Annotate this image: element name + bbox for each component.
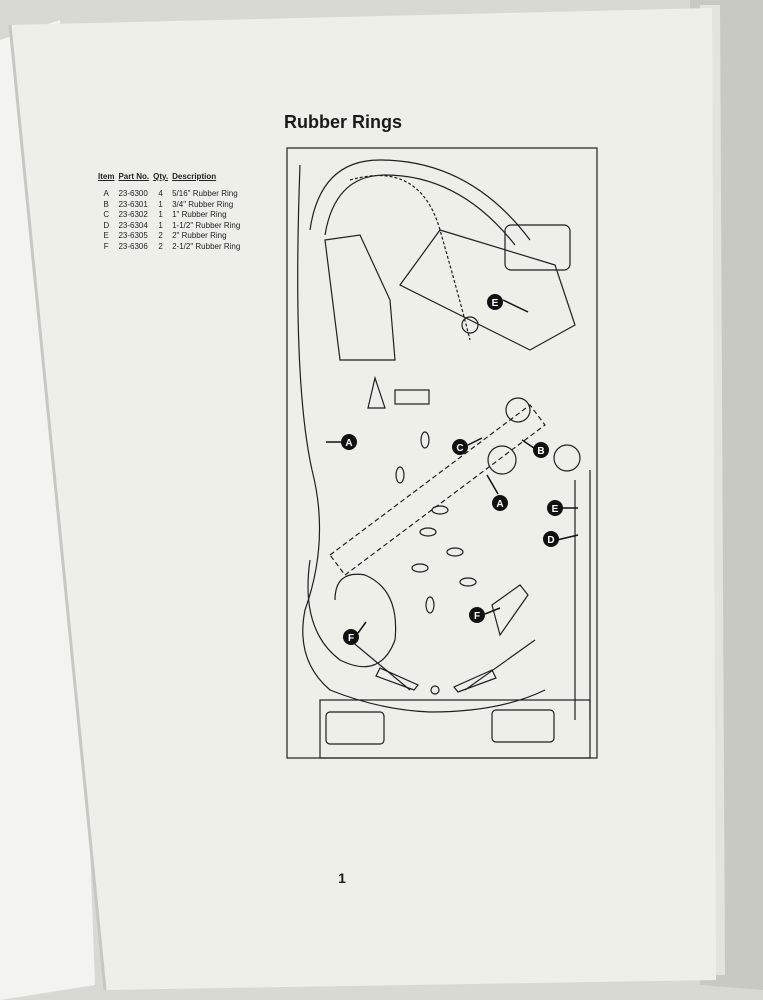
header-item: Item <box>98 172 115 181</box>
row-part-no: 23-6301 <box>118 199 148 209</box>
row-description: 2" Rubber Ring <box>172 231 227 240</box>
upper-ramp-assembly <box>399 229 576 351</box>
top-orbit <box>309 159 531 241</box>
row-item: E <box>103 231 109 240</box>
insert-5 <box>459 577 477 587</box>
callout-label: D <box>547 535 554 546</box>
row-item: D <box>103 220 110 230</box>
callout-label: A <box>496 499 503 510</box>
arrow-insert <box>367 375 386 409</box>
playfield-diagram <box>286 147 598 759</box>
shooter-lane <box>574 470 591 720</box>
drain-hole <box>430 685 440 695</box>
row-description: 3/4" Rubber Ring <box>172 199 234 209</box>
row-description: 5/16" Rubber Ring <box>172 189 238 198</box>
manual-page <box>10 8 716 990</box>
parts-table: Item Part No. Qty. Description A 23-6300… <box>98 172 244 252</box>
callout-layer: A A B C D E E <box>326 294 579 645</box>
callout-e-right: E <box>547 500 578 516</box>
row-item: C <box>103 210 110 219</box>
callout-a-left: A <box>326 434 357 450</box>
row-qty: 1 <box>158 199 163 209</box>
left-ramp <box>324 234 396 361</box>
insert-7 <box>395 466 405 484</box>
callout-e-upper: E <box>487 294 529 313</box>
callout-a-center: A <box>486 474 508 511</box>
scoop <box>461 316 479 334</box>
row-part-no: 23-6304 <box>118 220 148 230</box>
row-description: 1-1/2" Rubber Ring <box>172 220 241 230</box>
header-part-no: Part No. <box>118 172 150 181</box>
row-qty: 2 <box>158 241 163 251</box>
callout-f-right: F <box>469 607 501 623</box>
row-description: 1" Rubber Ring <box>172 210 227 219</box>
apron-window-left <box>325 711 385 745</box>
center-guide <box>329 404 546 576</box>
lower-left-orbit <box>307 559 397 668</box>
pop-bumper-3 <box>553 444 581 472</box>
table-row: D 23-6304 1 1-1/2" Rubber Ring <box>98 221 244 232</box>
cover-page <box>0 20 95 1000</box>
right-inlane-post <box>491 584 529 637</box>
row-qty: 1 <box>158 220 163 230</box>
page-title: Rubber Rings <box>283 112 402 132</box>
pop-bumper-1 <box>487 445 517 475</box>
callout-label: C <box>456 443 463 454</box>
table-row: E 23-6305 2 2" Rubber Ring <box>98 231 244 242</box>
insert-6 <box>425 596 435 614</box>
callout-c: C <box>452 437 483 455</box>
table-header-row: Item Part No. Qty. Description <box>98 172 244 189</box>
standup-target-bank <box>394 389 430 405</box>
row-part-no: 23-6305 <box>118 231 148 240</box>
header-description: Description <box>172 172 217 181</box>
callout-label: A <box>345 438 352 449</box>
row-item: B <box>103 199 109 209</box>
insert-2 <box>419 527 437 537</box>
callout-f-left: F <box>343 621 367 645</box>
right-flipper <box>453 669 497 693</box>
insert-8 <box>420 431 430 449</box>
callout-label: E <box>492 298 499 309</box>
pop-bumper-2 <box>505 397 531 423</box>
row-description: 2-1/2" Rubber Ring <box>172 241 241 251</box>
insert-3 <box>446 547 464 557</box>
insert-1 <box>431 505 449 515</box>
callout-label: B <box>537 446 544 457</box>
insert-4 <box>411 563 429 573</box>
table-row: C 23-6302 1 1" Rubber Ring <box>98 210 244 221</box>
callout-label: F <box>474 611 480 622</box>
row-part-no: 23-6302 <box>118 210 148 219</box>
ball-trough-mech <box>504 224 571 271</box>
top-orbit-inner <box>324 174 516 246</box>
callout-b: B <box>521 439 549 458</box>
page-shadow <box>8 24 107 991</box>
table-row: A 23-6300 4 5/16" Rubber Ring <box>98 189 244 200</box>
apron <box>319 699 591 759</box>
left-flipper <box>375 667 419 691</box>
row-qty: 1 <box>158 210 163 219</box>
callout-label: E <box>552 504 559 515</box>
callout-label: F <box>348 633 354 644</box>
row-part-no: 23-6306 <box>118 241 148 251</box>
header-qty: Qty. <box>153 172 169 181</box>
right-slingshot <box>464 639 536 691</box>
table-row: B 23-6301 1 3/4" Rubber Ring <box>98 200 244 211</box>
page-number: 1 <box>338 870 346 886</box>
row-item: A <box>103 189 109 198</box>
row-qty: 2 <box>158 231 163 240</box>
row-item: F <box>103 241 109 251</box>
row-qty: 4 <box>158 189 163 198</box>
apron-window-right <box>491 709 555 743</box>
left-slingshot <box>349 639 411 691</box>
callout-d: D <box>543 531 579 547</box>
table-row: F 23-6306 2 2-1/2" Rubber Ring <box>98 242 244 253</box>
row-part-no: 23-6300 <box>118 189 148 198</box>
left-outer-rail <box>297 164 546 713</box>
